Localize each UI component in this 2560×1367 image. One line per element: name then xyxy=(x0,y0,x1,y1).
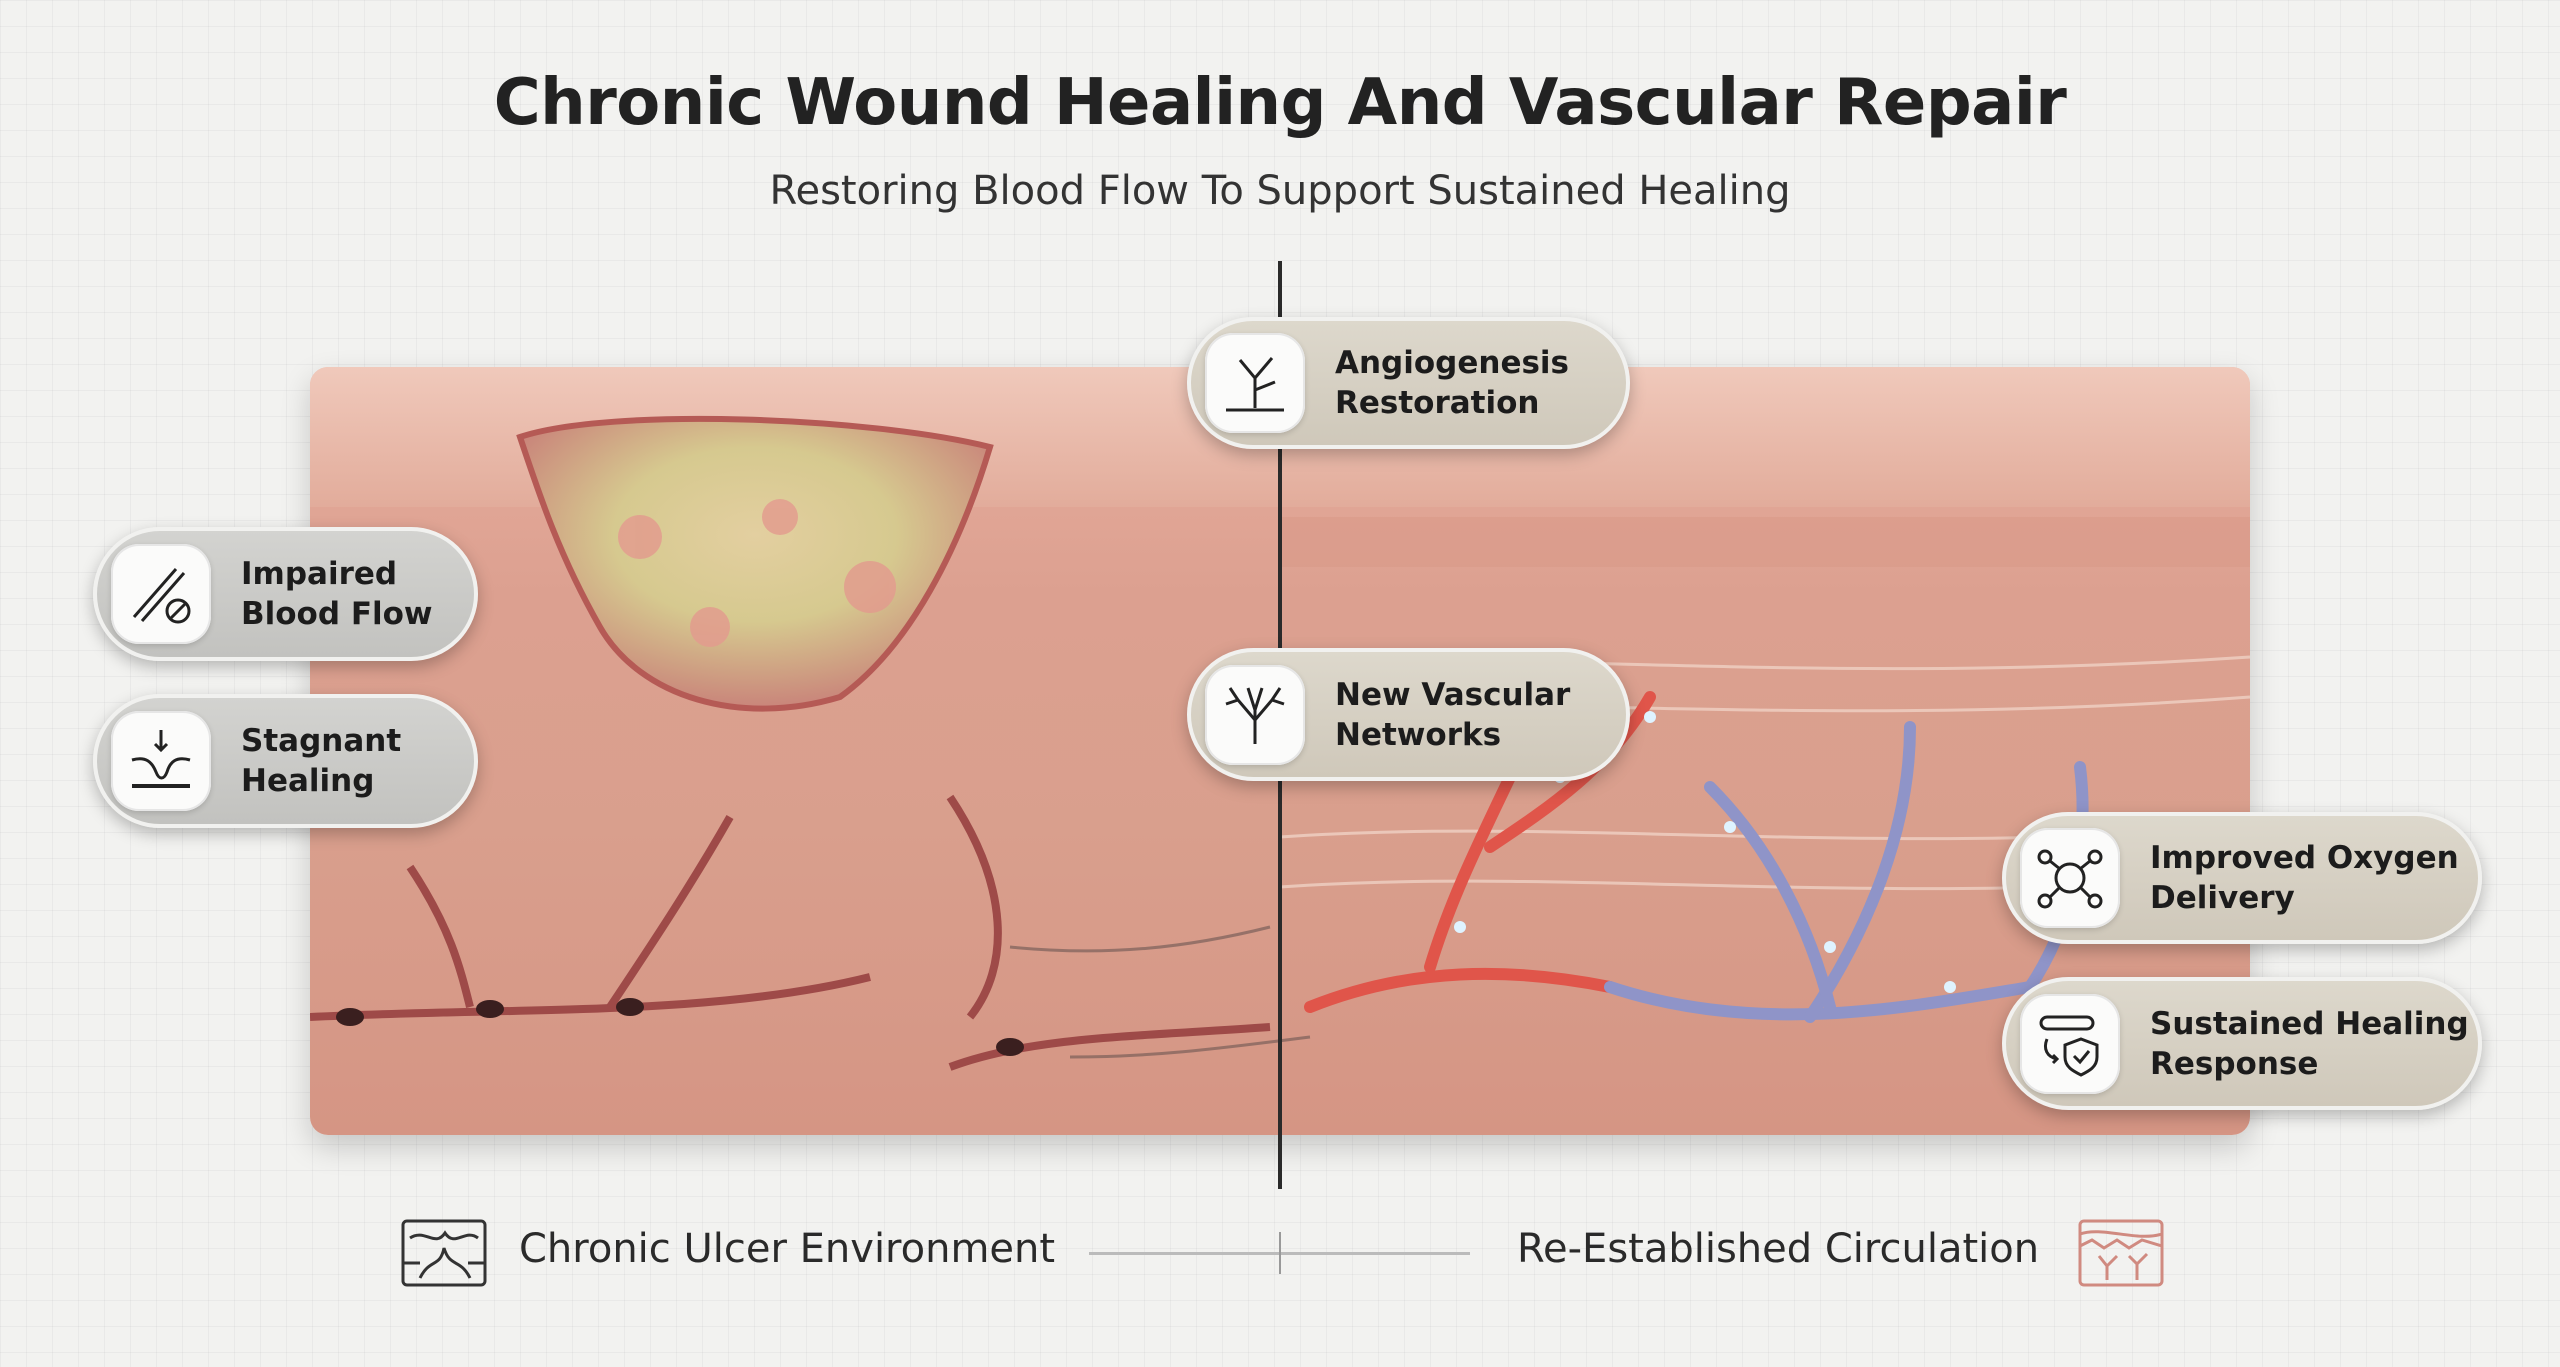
shield-check-icon xyxy=(2020,993,2120,1094)
wound-depression-icon xyxy=(111,711,211,811)
callout-line: Restoration xyxy=(1335,385,1540,421)
healthy-tissue-icon xyxy=(2077,1218,2165,1288)
vascular-network-icon xyxy=(1205,664,1305,765)
callout-line: Sustained Healing xyxy=(2150,1005,2469,1042)
page-subtitle: Restoring Blood Flow To Support Sustaine… xyxy=(769,168,1791,214)
callout-line: Stagnant xyxy=(241,723,402,759)
callout-line: New Vascular xyxy=(1335,676,1571,713)
vessel-branch-icon xyxy=(1205,333,1305,433)
callout-line: Improved Oxygen xyxy=(2150,840,2459,876)
legend-right-label: Re-Established Circulation xyxy=(1517,1226,2040,1272)
callout-line: Delivery xyxy=(2150,880,2295,916)
callout-line: Blood Flow xyxy=(241,596,433,632)
blocked-vessel-icon xyxy=(111,544,211,644)
legend-center-tick xyxy=(1279,1232,1281,1274)
callout-line: Angiogenesis xyxy=(1335,345,1570,381)
callout-line: Impaired xyxy=(241,556,398,592)
callout-line: Healing xyxy=(241,763,375,799)
page-title: Chronic Wound Healing And Vascular Repai… xyxy=(493,66,2067,140)
oxygen-molecule-icon xyxy=(2020,828,2120,928)
ulcer-tissue-icon xyxy=(400,1218,488,1288)
legend-left-label: Chronic Ulcer Environment xyxy=(519,1226,1056,1272)
callout-line: Response xyxy=(2150,1045,2319,1082)
callout-line: Networks xyxy=(1335,716,1502,753)
